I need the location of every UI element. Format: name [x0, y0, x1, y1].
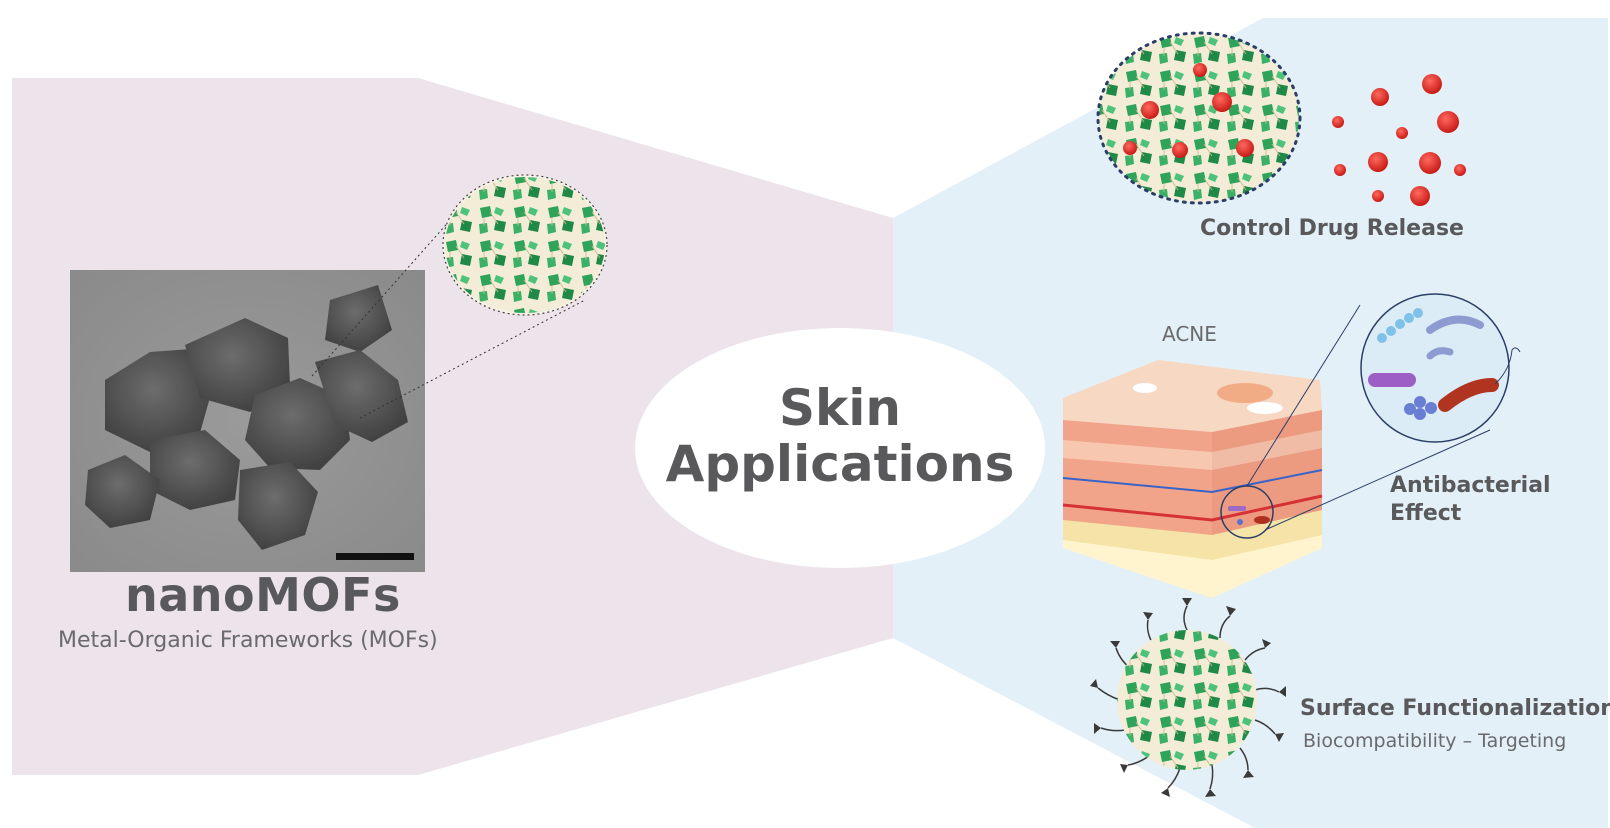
tem-micrograph — [70, 270, 425, 572]
center-ellipse — [635, 328, 1045, 568]
bacteria-callout — [1360, 293, 1521, 443]
surface-functionalization-subtitle: Biocompatibility – Targeting — [1303, 730, 1567, 752]
nanomofs-title: nanoMOFs — [125, 568, 401, 622]
left-panel-background — [12, 78, 893, 775]
nanomof-zoom-callout — [311, 174, 608, 419]
surface-functionalization-title: Surface Functionalization — [1300, 696, 1610, 721]
drug-release-illustration — [1096, 31, 1466, 206]
acne-skin-illustration — [1062, 304, 1491, 598]
antibacterial-label: Antibacterial Effect — [1390, 473, 1551, 526]
surface-functionalized-particle — [1090, 598, 1286, 797]
center-title: Skin Applications — [665, 379, 1015, 493]
nanomofs-subtitle: Metal-Organic Frameworks (MOFs) — [58, 628, 438, 653]
drug-release-label: Control Drug Release — [1200, 216, 1464, 241]
acne-label: ACNE — [1162, 322, 1217, 346]
